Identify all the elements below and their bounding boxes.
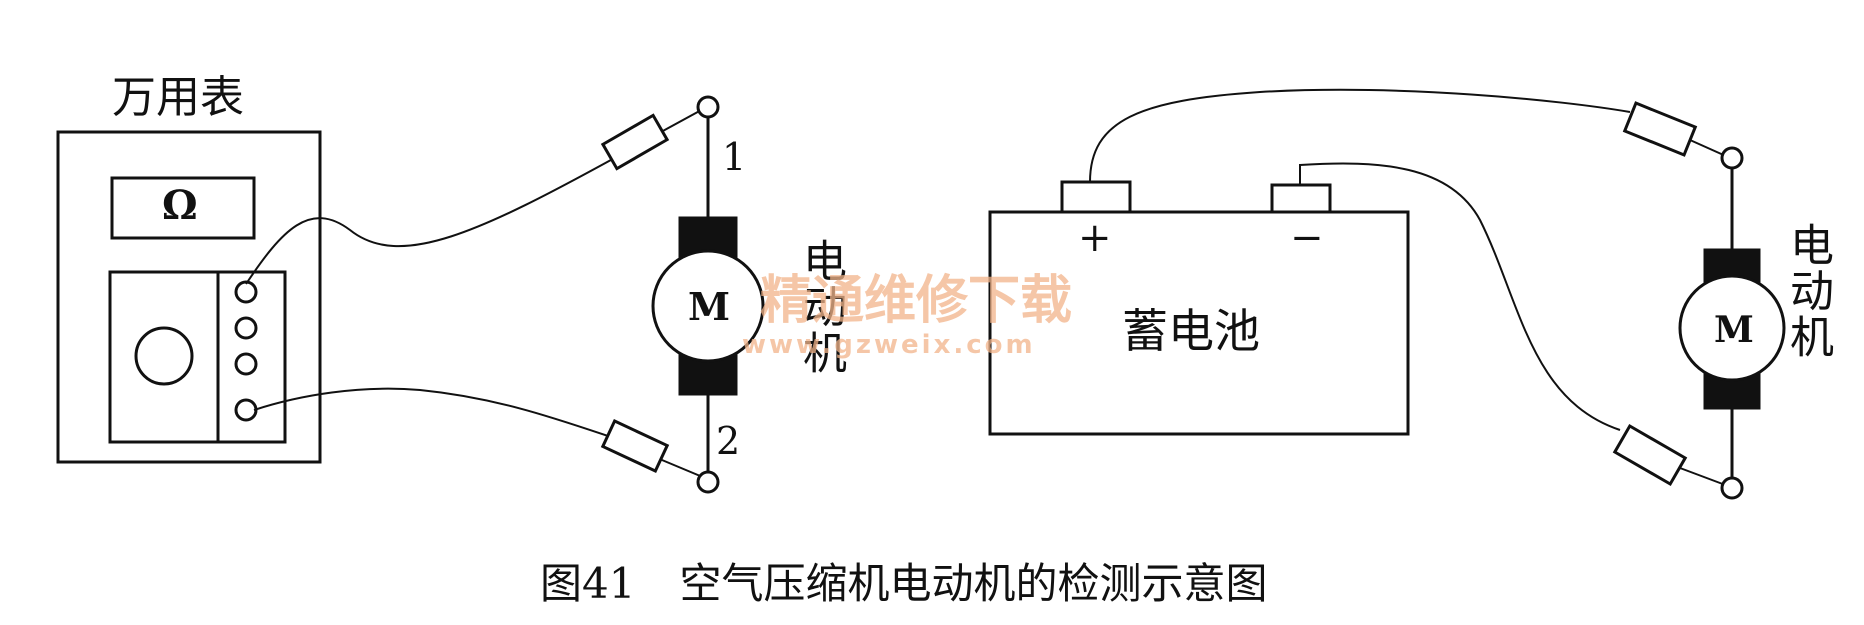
probe-jack-4 xyxy=(234,398,258,422)
probe-jack-2 xyxy=(234,316,258,340)
battery-label: 蓄电池 xyxy=(1122,304,1260,358)
motor-right-letter: M xyxy=(1714,309,1754,351)
battery-positive-post xyxy=(1060,180,1132,214)
probe-jack-3 xyxy=(234,352,258,376)
caption-text: 空气压缩机电动机的检测示意图 xyxy=(679,559,1268,608)
wire-negative xyxy=(1299,162,1621,431)
motor-right-label: 电动机 xyxy=(1782,222,1833,360)
motor-left-armature xyxy=(651,249,765,363)
probe-tip-lower xyxy=(600,419,670,473)
motor-right-terminal-bottom xyxy=(1720,476,1744,500)
wire-positive xyxy=(1089,88,1631,183)
motor-right-terminal-top xyxy=(1720,146,1744,170)
motor-left xyxy=(651,95,765,494)
multimeter-body xyxy=(56,130,322,464)
ohm-symbol: Ω xyxy=(162,182,198,229)
terminal-1 xyxy=(696,95,720,119)
fuse-positive xyxy=(1622,101,1698,157)
watermark-text: 精通维修下载 xyxy=(760,271,1073,331)
motor-right-armature xyxy=(1678,274,1786,382)
battery xyxy=(988,180,1410,436)
multimeter-title: 万用表 xyxy=(112,72,244,123)
left-wiring xyxy=(245,107,706,479)
terminal-2-label: 2 xyxy=(716,419,741,463)
probe-tip-upper xyxy=(600,113,670,171)
probe-wire-upper xyxy=(245,154,621,285)
battery-negative-post xyxy=(1270,183,1332,214)
motor-left-letter: M xyxy=(688,284,731,329)
caption-figure-number: 图41 xyxy=(540,559,636,608)
terminal-2 xyxy=(696,470,720,494)
right-wiring xyxy=(1089,88,1729,487)
multimeter xyxy=(56,130,322,464)
meter-panel xyxy=(108,270,287,444)
battery-plus: + xyxy=(1078,215,1112,261)
motor-left-label: 电动机 xyxy=(795,238,846,376)
terminal-1-label: 1 xyxy=(722,135,747,179)
watermark-url: www.gzweix.com xyxy=(742,330,1036,360)
motor-right xyxy=(1678,146,1786,500)
ohm-display xyxy=(110,176,256,240)
selector-dial xyxy=(134,326,194,386)
battery-case xyxy=(988,210,1410,436)
battery-minus: − xyxy=(1290,215,1324,261)
probe-wire-lower xyxy=(253,387,621,441)
probe-jack-1 xyxy=(234,280,258,304)
wire-negative-to-terminal xyxy=(1679,467,1729,487)
fuse-negative xyxy=(1612,423,1688,487)
